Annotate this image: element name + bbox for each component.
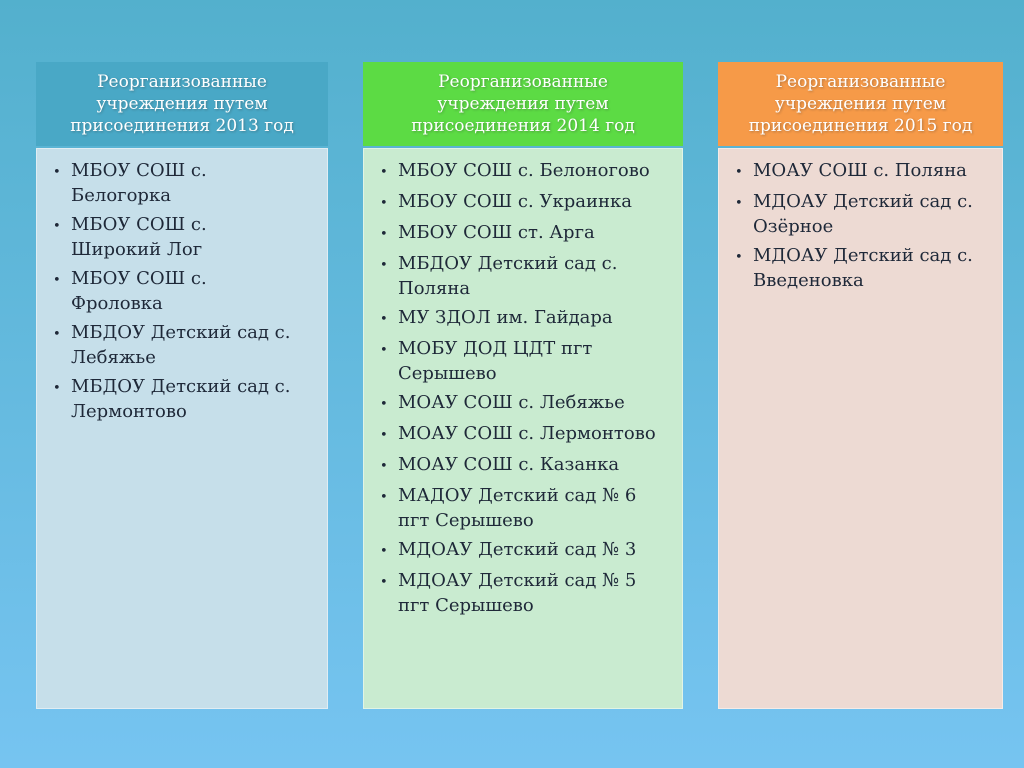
- list-item: • МОАУ СОШ с. Поляна: [733, 158, 994, 185]
- list-item-text: МБОУ СОШ с. Белогорка: [71, 160, 207, 206]
- bullet-icon: •: [735, 250, 743, 265]
- list-item-text: МБДОУ Детский сад с. Поляна: [398, 253, 618, 299]
- column-title-line: Реорганизованные: [775, 72, 946, 92]
- bullet-icon: •: [380, 343, 388, 358]
- column-title-line: присоединения 2013 год: [70, 116, 294, 136]
- bullet-icon: •: [380, 397, 388, 412]
- list-item: • МДОАУ Детский сад с. Озёрное: [733, 189, 994, 239]
- bullet-icon: •: [380, 428, 388, 443]
- list-item: • МБДОУ Детский сад с. Поляна: [378, 251, 674, 301]
- list-item-text: МОАУ СОШ с. Лебяжье: [398, 392, 625, 413]
- bullet-icon: •: [380, 575, 388, 590]
- column-2015: Реорганизованные учреждения путем присое…: [718, 62, 1003, 709]
- list-item: • МОБУ ДОД ЦДТ пгт Серышево: [378, 336, 674, 386]
- list-item-text: МОБУ ДОД ЦДТ пгт Серышево: [398, 338, 593, 384]
- bullet-icon: •: [380, 312, 388, 327]
- bullet-icon: •: [380, 258, 388, 273]
- list-item: • МБДОУ Детский сад с. Лермонтово: [51, 374, 319, 424]
- list-item: • МДОАУ Детский сад № 3: [378, 537, 674, 564]
- column-2014-header: Реорганизованные учреждения путем присое…: [363, 62, 683, 146]
- bullet-icon: •: [380, 459, 388, 474]
- list-item: • МОАУ СОШ с. Казанка: [378, 452, 674, 479]
- column-2013: Реорганизованные учреждения путем присое…: [36, 62, 328, 709]
- list-item: • МБОУ СОШ с. Широкий Лог: [51, 212, 319, 262]
- column-2013-header: Реорганизованные учреждения путем присое…: [36, 62, 328, 146]
- list-item-text: МАДОУ Детский сад № 6 пгт Серышево: [398, 485, 637, 531]
- bullet-icon: •: [380, 165, 388, 180]
- list-item-text: МДОАУ Детский сад № 5 пгт Серышево: [398, 570, 637, 616]
- list-item: • МАДОУ Детский сад № 6 пгт Серышево: [378, 483, 674, 533]
- list-item-text: МБОУ СОШ с. Украинка: [398, 191, 632, 212]
- list-item: • МБОУ СОШ с. Украинка: [378, 189, 674, 216]
- list-item-text: МОАУ СОШ с. Лермонтово: [398, 423, 656, 444]
- bullet-icon: •: [380, 490, 388, 505]
- list-item: • МБОУ СОШ с. Белоногово: [378, 158, 674, 185]
- list-item-text: МБОУ СОШ с. Широкий Лог: [71, 214, 207, 260]
- column-2014-list: • МБОУ СОШ с. Белоногово • МБОУ СОШ с. Укра…: [363, 148, 683, 709]
- bullet-icon: •: [380, 227, 388, 242]
- bullet-icon: •: [53, 327, 61, 342]
- bullet-icon: •: [735, 165, 743, 180]
- bullet-icon: •: [380, 544, 388, 559]
- list-item-text: МБОУ СОШ ст. Арга: [398, 222, 595, 243]
- list-item: • МУ ЗДОЛ им. Гайдара: [378, 305, 674, 332]
- column-title-line: присоединения 2014 год: [411, 116, 635, 136]
- list-item-text: МБДОУ Детский сад с. Лебяжье: [71, 322, 291, 368]
- list-item-text: МБОУ СОШ с. Фроловка: [71, 268, 207, 314]
- column-title-line: учреждения путем: [437, 94, 609, 114]
- column-title-line: учреждения путем: [774, 94, 947, 114]
- bullet-icon: •: [735, 196, 743, 211]
- list-item-text: МДОАУ Детский сад № 3: [398, 539, 637, 560]
- list-item-text: МОАУ СОШ с. Поляна: [753, 160, 967, 181]
- list-item-text: МУ ЗДОЛ им. Гайдара: [398, 307, 613, 328]
- list-item: • МОАУ СОШ с. Лермонтово: [378, 421, 674, 448]
- column-2015-header: Реорганизованные учреждения путем присое…: [718, 62, 1003, 146]
- column-2013-list: • МБОУ СОШ с. Белогорка • МБОУ СОШ с. Широк…: [36, 148, 328, 709]
- list-item: • МДОАУ Детский сад с. Введеновка: [733, 243, 994, 293]
- list-item: • МДОАУ Детский сад № 5 пгт Серышево: [378, 568, 674, 618]
- list-item-text: МОАУ СОШ с. Казанка: [398, 454, 620, 475]
- column-2014: Реорганизованные учреждения путем присое…: [363, 62, 683, 709]
- list-item-text: МБОУ СОШ с. Белоногово: [398, 160, 650, 181]
- list-item-text: МДОАУ Детский сад с. Введеновка: [753, 245, 973, 291]
- list-item-text: МДОАУ Детский сад с. Озёрное: [753, 191, 973, 237]
- bullet-icon: •: [53, 381, 61, 396]
- column-title-line: учреждения путем: [96, 94, 268, 114]
- bullet-icon: •: [53, 219, 61, 234]
- list-item: • МБДОУ Детский сад с. Лебяжье: [51, 320, 319, 370]
- list-item: • МБОУ СОШ с. Фроловка: [51, 266, 319, 316]
- list-item: • МБОУ СОШ с. Белогорка: [51, 158, 319, 208]
- list-item-text: МБДОУ Детский сад с. Лермонтово: [71, 376, 291, 422]
- bullet-icon: •: [53, 165, 61, 180]
- column-title-line: присоединения 2015 год: [748, 116, 973, 136]
- column-title-line: Реорганизованные: [97, 72, 267, 92]
- column-title-line: Реорганизованные: [438, 72, 608, 92]
- bullet-icon: •: [380, 196, 388, 211]
- list-item: • МОАУ СОШ с. Лебяжье: [378, 390, 674, 417]
- list-item: • МБОУ СОШ ст. Арга: [378, 220, 674, 247]
- bullet-icon: •: [53, 273, 61, 288]
- column-2015-list: • МОАУ СОШ с. Поляна • МДОАУ Детский сад с.…: [718, 148, 1003, 709]
